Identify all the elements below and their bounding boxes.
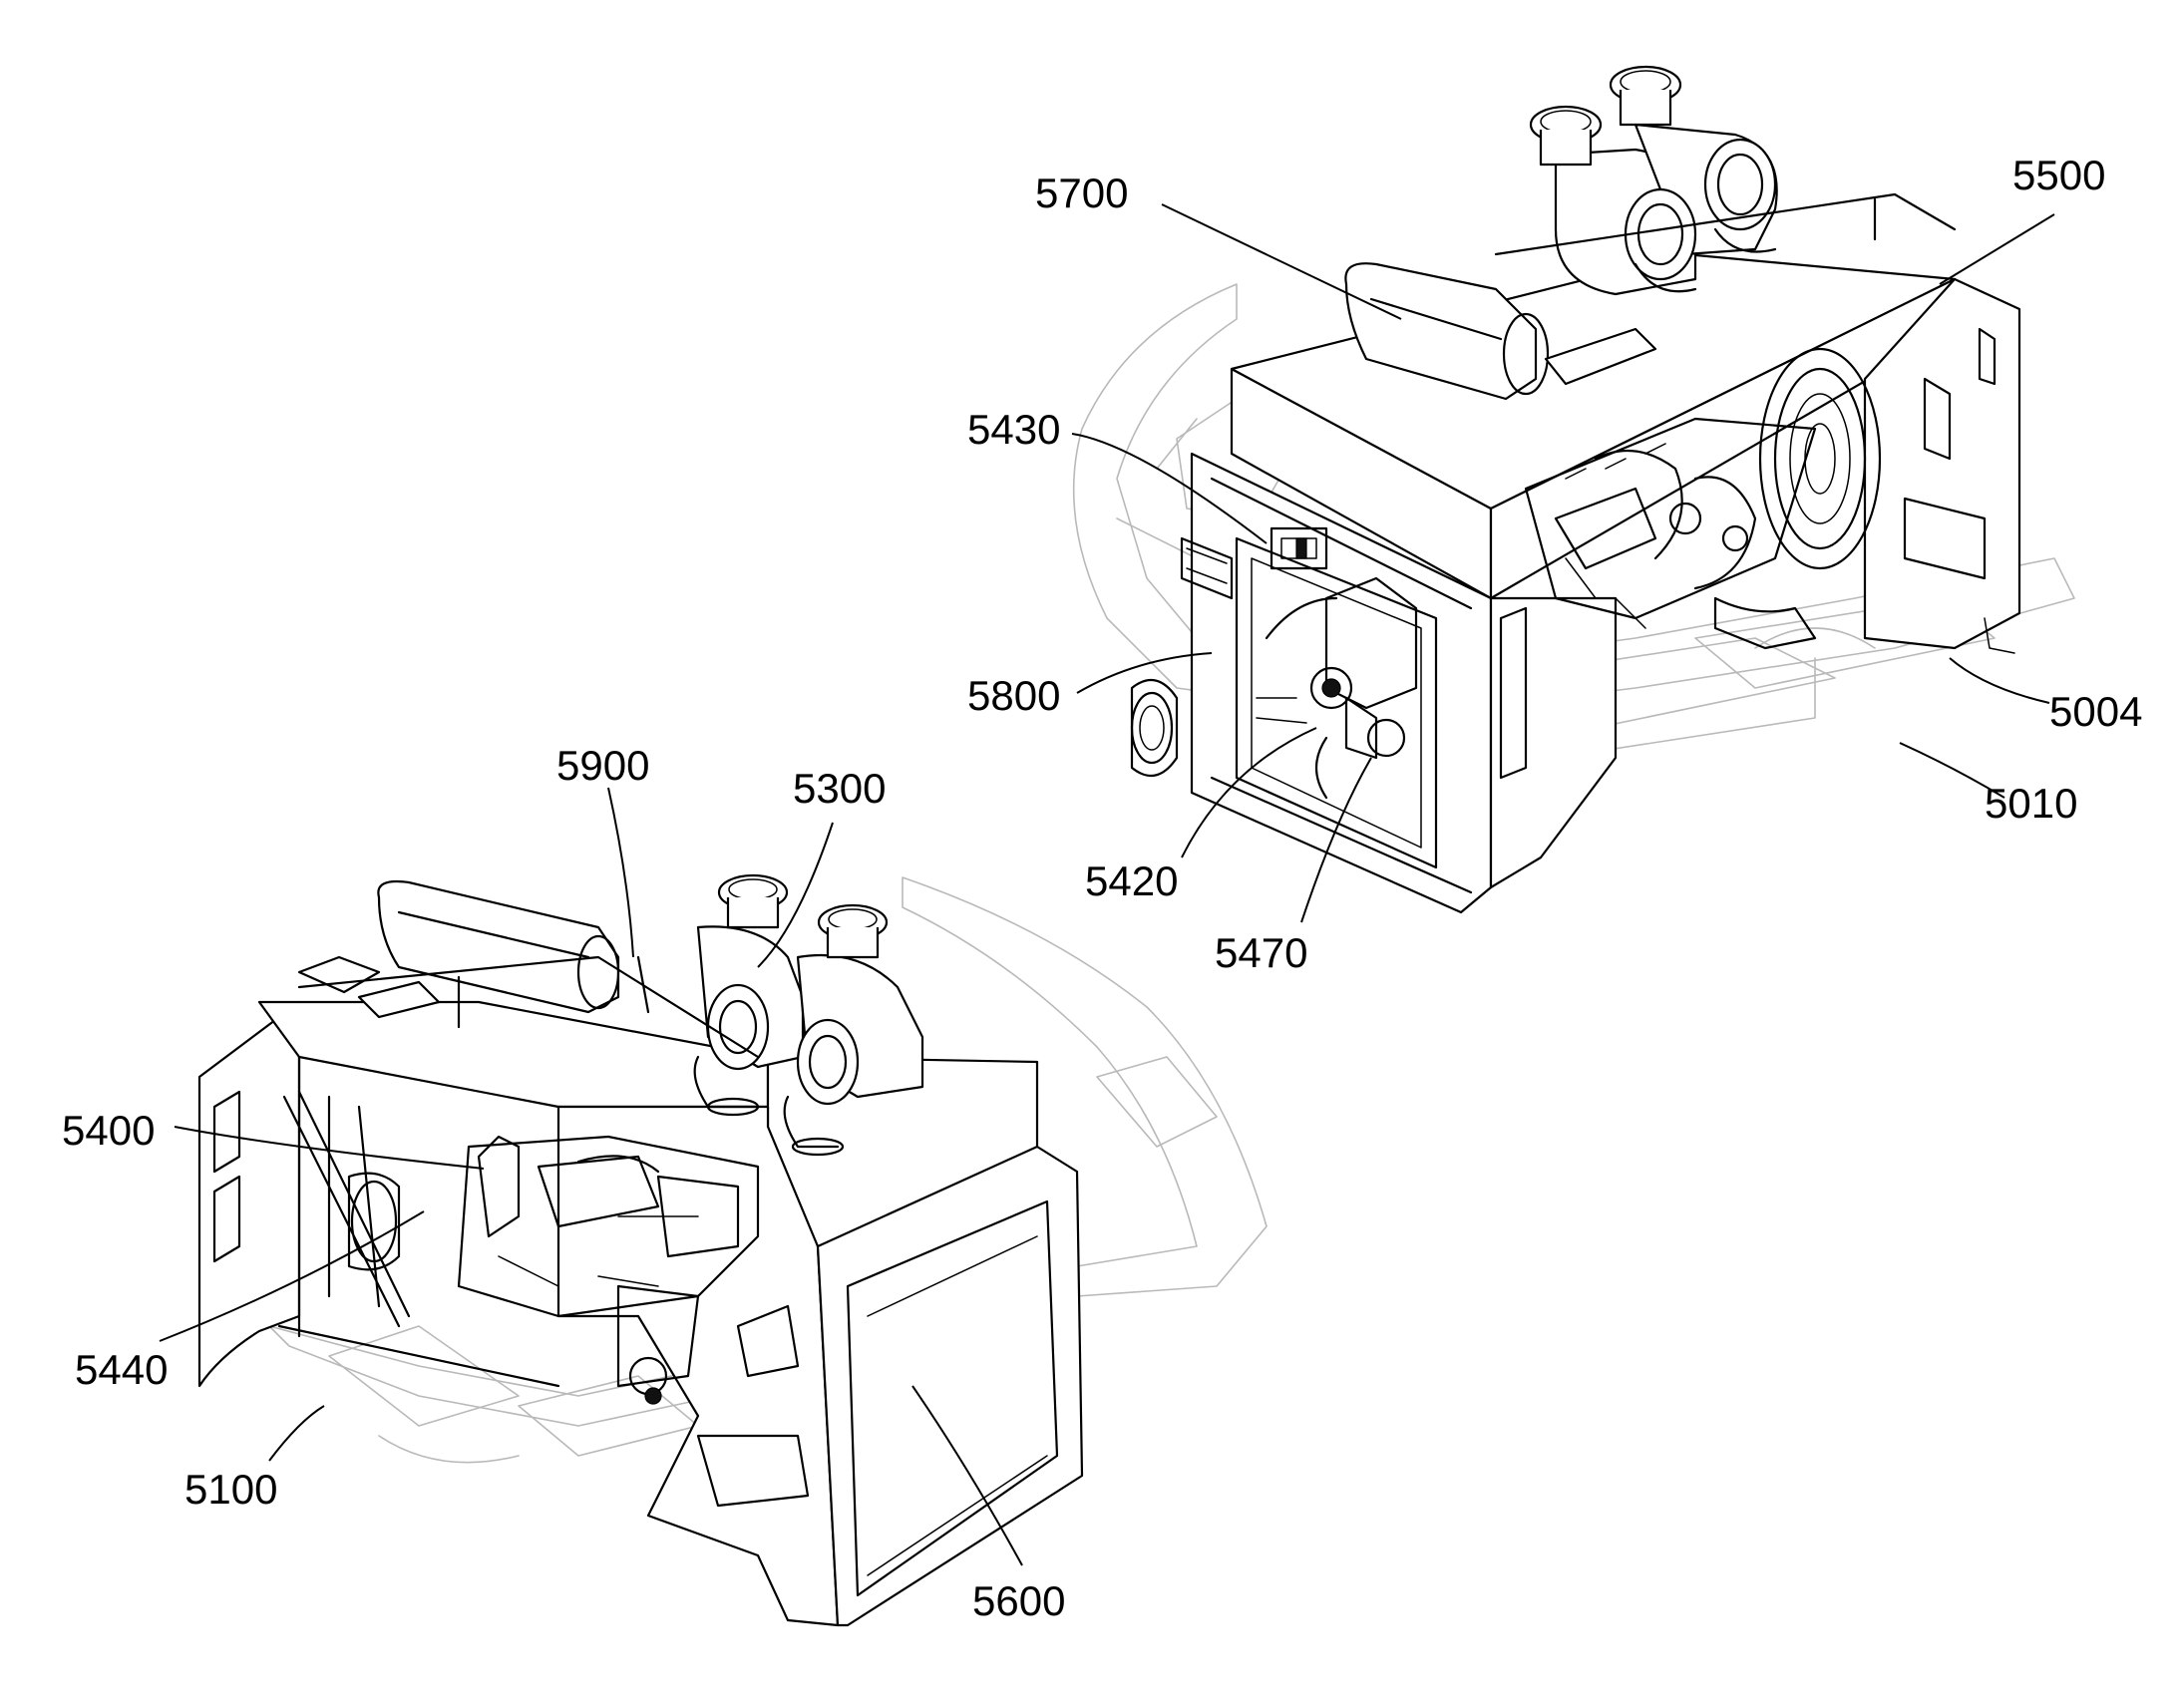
leader-5420 bbox=[1181, 727, 1317, 858]
label-5600: 5600 bbox=[972, 1577, 1065, 1624]
label-5440: 5440 bbox=[75, 1346, 168, 1393]
label-5430: 5430 bbox=[967, 406, 1060, 453]
leader-5010 bbox=[1899, 742, 2005, 799]
leader-5700 bbox=[1161, 203, 1402, 320]
label-5470: 5470 bbox=[1215, 929, 1307, 976]
upper-enclosure bbox=[1190, 252, 2021, 914]
leader-5004 bbox=[1949, 657, 2050, 704]
leader-5400 bbox=[174, 1126, 485, 1170]
leader-5300 bbox=[757, 822, 834, 968]
lower-enclosure bbox=[197, 1000, 1084, 1627]
label-5500: 5500 bbox=[2012, 152, 2105, 198]
label-5900: 5900 bbox=[556, 742, 649, 789]
label-5800: 5800 bbox=[967, 672, 1060, 719]
upper-control-panel bbox=[1180, 536, 1234, 600]
reference-numerals: 5700 5500 5430 5800 5004 5010 5420 5470 … bbox=[62, 152, 2142, 1624]
label-5400: 5400 bbox=[62, 1107, 155, 1154]
lower-assembly bbox=[197, 873, 1268, 1627]
leader-5900 bbox=[607, 787, 634, 958]
upper-engine bbox=[1524, 347, 1882, 650]
upper-pump-detail bbox=[1256, 526, 1418, 800]
label-5420: 5420 bbox=[1085, 857, 1178, 904]
leader-5470 bbox=[1300, 757, 1372, 923]
upper-assembly bbox=[1072, 65, 2075, 914]
label-5700: 5700 bbox=[1035, 170, 1128, 216]
leader-lines bbox=[159, 203, 2055, 1566]
upper-side-fan bbox=[1130, 678, 1179, 778]
leader-5100 bbox=[268, 1405, 325, 1462]
label-5010: 5010 bbox=[1985, 780, 2077, 827]
leader-5430 bbox=[1071, 433, 1268, 544]
upper-exhaust bbox=[1344, 65, 1957, 401]
leader-5440 bbox=[159, 1210, 425, 1342]
lower-ghost-frame bbox=[268, 876, 1268, 1464]
lower-engine bbox=[282, 1090, 760, 1405]
label-5004: 5004 bbox=[2049, 688, 2142, 735]
leader-5500 bbox=[1939, 213, 2055, 285]
leader-5800 bbox=[1076, 652, 1213, 694]
label-5100: 5100 bbox=[184, 1466, 277, 1513]
label-5300: 5300 bbox=[793, 765, 886, 812]
leader-5600 bbox=[911, 1385, 1023, 1566]
lower-exhaust bbox=[297, 873, 924, 1157]
upper-ghost-frame bbox=[1072, 283, 2075, 759]
